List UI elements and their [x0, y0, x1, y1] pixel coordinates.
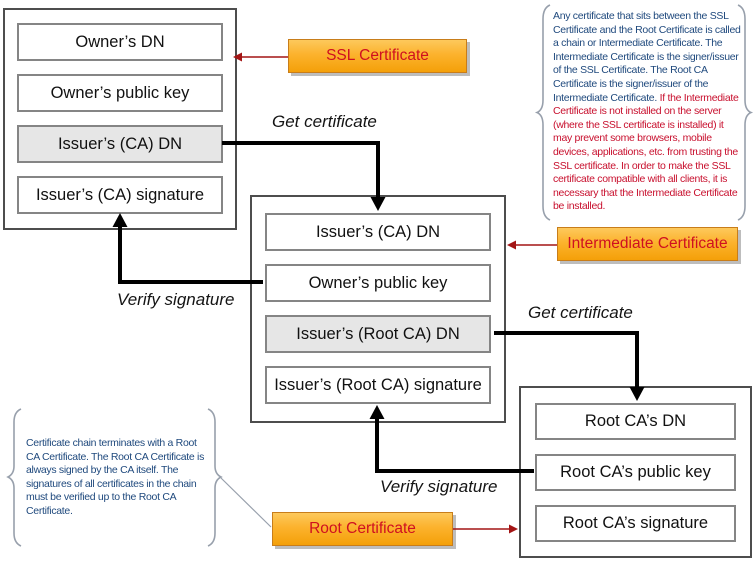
intermediate-note-red-text: If the Intermediate Certificate is not i…	[553, 91, 739, 213]
get-certificate-label-1: Get certificate	[272, 112, 377, 131]
int-issuer-ca-dn-field: Issuer’s (CA) DN	[265, 213, 491, 251]
root-ca-signature-field: Root CA’s signature	[535, 505, 736, 542]
ssl-certificate-box: Owner’s DN Owner’s public key Issuer’s (…	[3, 8, 237, 230]
red-arrowhead-right-icon	[509, 524, 518, 534]
root-note-pointer-line	[220, 477, 272, 528]
intermediate-note-blue-text: Any certificate that sits between the SS…	[553, 10, 741, 104]
ssl-issuer-ca-signature-field: Issuer’s (CA) signature	[17, 176, 223, 214]
ssl-owner-public-key-field: Owner’s public key	[17, 74, 223, 112]
root-note-blue-text: Certificate chain terminates with a Root…	[26, 437, 205, 517]
intermediate-certificate-tag: Intermediate Certificate	[557, 227, 738, 261]
root-ca-public-key-field: Root CA’s public key	[535, 454, 736, 491]
right-brace-icon	[207, 408, 223, 547]
get-certificate-label-2: Get certificate	[528, 303, 633, 322]
root-certificate-box: Root CA’s DN Root CA’s public key Root C…	[519, 386, 752, 558]
int-issuer-root-ca-signature-field: Issuer’s (Root CA) signature	[265, 366, 491, 404]
ssl-issuer-ca-dn-field: Issuer’s (CA) DN	[17, 125, 223, 163]
int-owner-public-key-field: Owner’s public key	[265, 264, 491, 302]
get-certificate-connector-2	[494, 331, 639, 389]
get-certificate-connector-1	[222, 141, 380, 199]
verify-signature-label-2: Verify signature	[380, 477, 498, 496]
intermediate-certificate-box: Issuer’s (CA) DN Owner’s public key Issu…	[250, 195, 506, 423]
root-certificate-tag: Root Certificate	[272, 512, 453, 546]
ssl-certificate-tag: SSL Certificate	[288, 39, 467, 73]
int-issuer-root-ca-dn-field: Issuer’s (Root CA) DN	[265, 315, 491, 353]
verify-signature-label-1: Verify signature	[117, 290, 235, 309]
red-arrowhead-left-icon	[507, 240, 516, 250]
verify-signature-connector-1	[118, 225, 263, 284]
intermediate-certificate-note: Any certificate that sits between the SS…	[553, 10, 741, 214]
root-certificate-note: Certificate chain terminates with a Root…	[26, 437, 208, 519]
root-ca-dn-field: Root CA’s DN	[535, 403, 736, 440]
left-brace-icon	[534, 4, 551, 221]
ssl-owner-dn-field: Owner’s DN	[17, 23, 223, 61]
verify-signature-connector-2	[375, 417, 534, 473]
left-brace-icon	[6, 408, 22, 547]
